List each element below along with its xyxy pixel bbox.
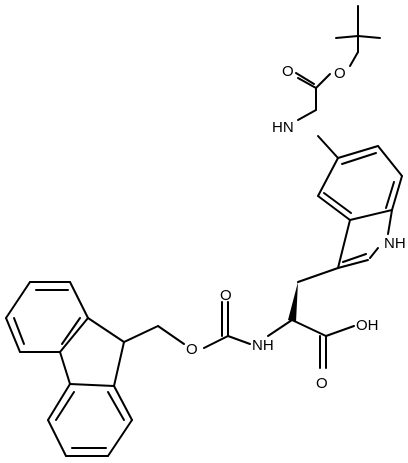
fmoc-carbamate (123, 301, 251, 349)
atom-label-nh-amide: NH (252, 337, 274, 354)
atom-label-oh-acid: OH (356, 317, 379, 334)
fluorene-ring (5, 281, 133, 457)
atom-label-o-ketone-fmoc: O (220, 287, 232, 304)
atom-label-o-ester-boc: O (334, 65, 346, 82)
atom-label-nh-boc: HN (272, 119, 294, 136)
indole-ring (317, 135, 403, 269)
amino-acid-backbone (267, 267, 355, 369)
atom-label-o-ester-fmoc: O (186, 341, 198, 358)
atom-label-o-acid: O (316, 375, 328, 392)
atom-label-nh-indole: NH (384, 235, 406, 252)
atom-label-o-ketone-boc: O (282, 63, 294, 80)
boc-group (295, 5, 381, 121)
